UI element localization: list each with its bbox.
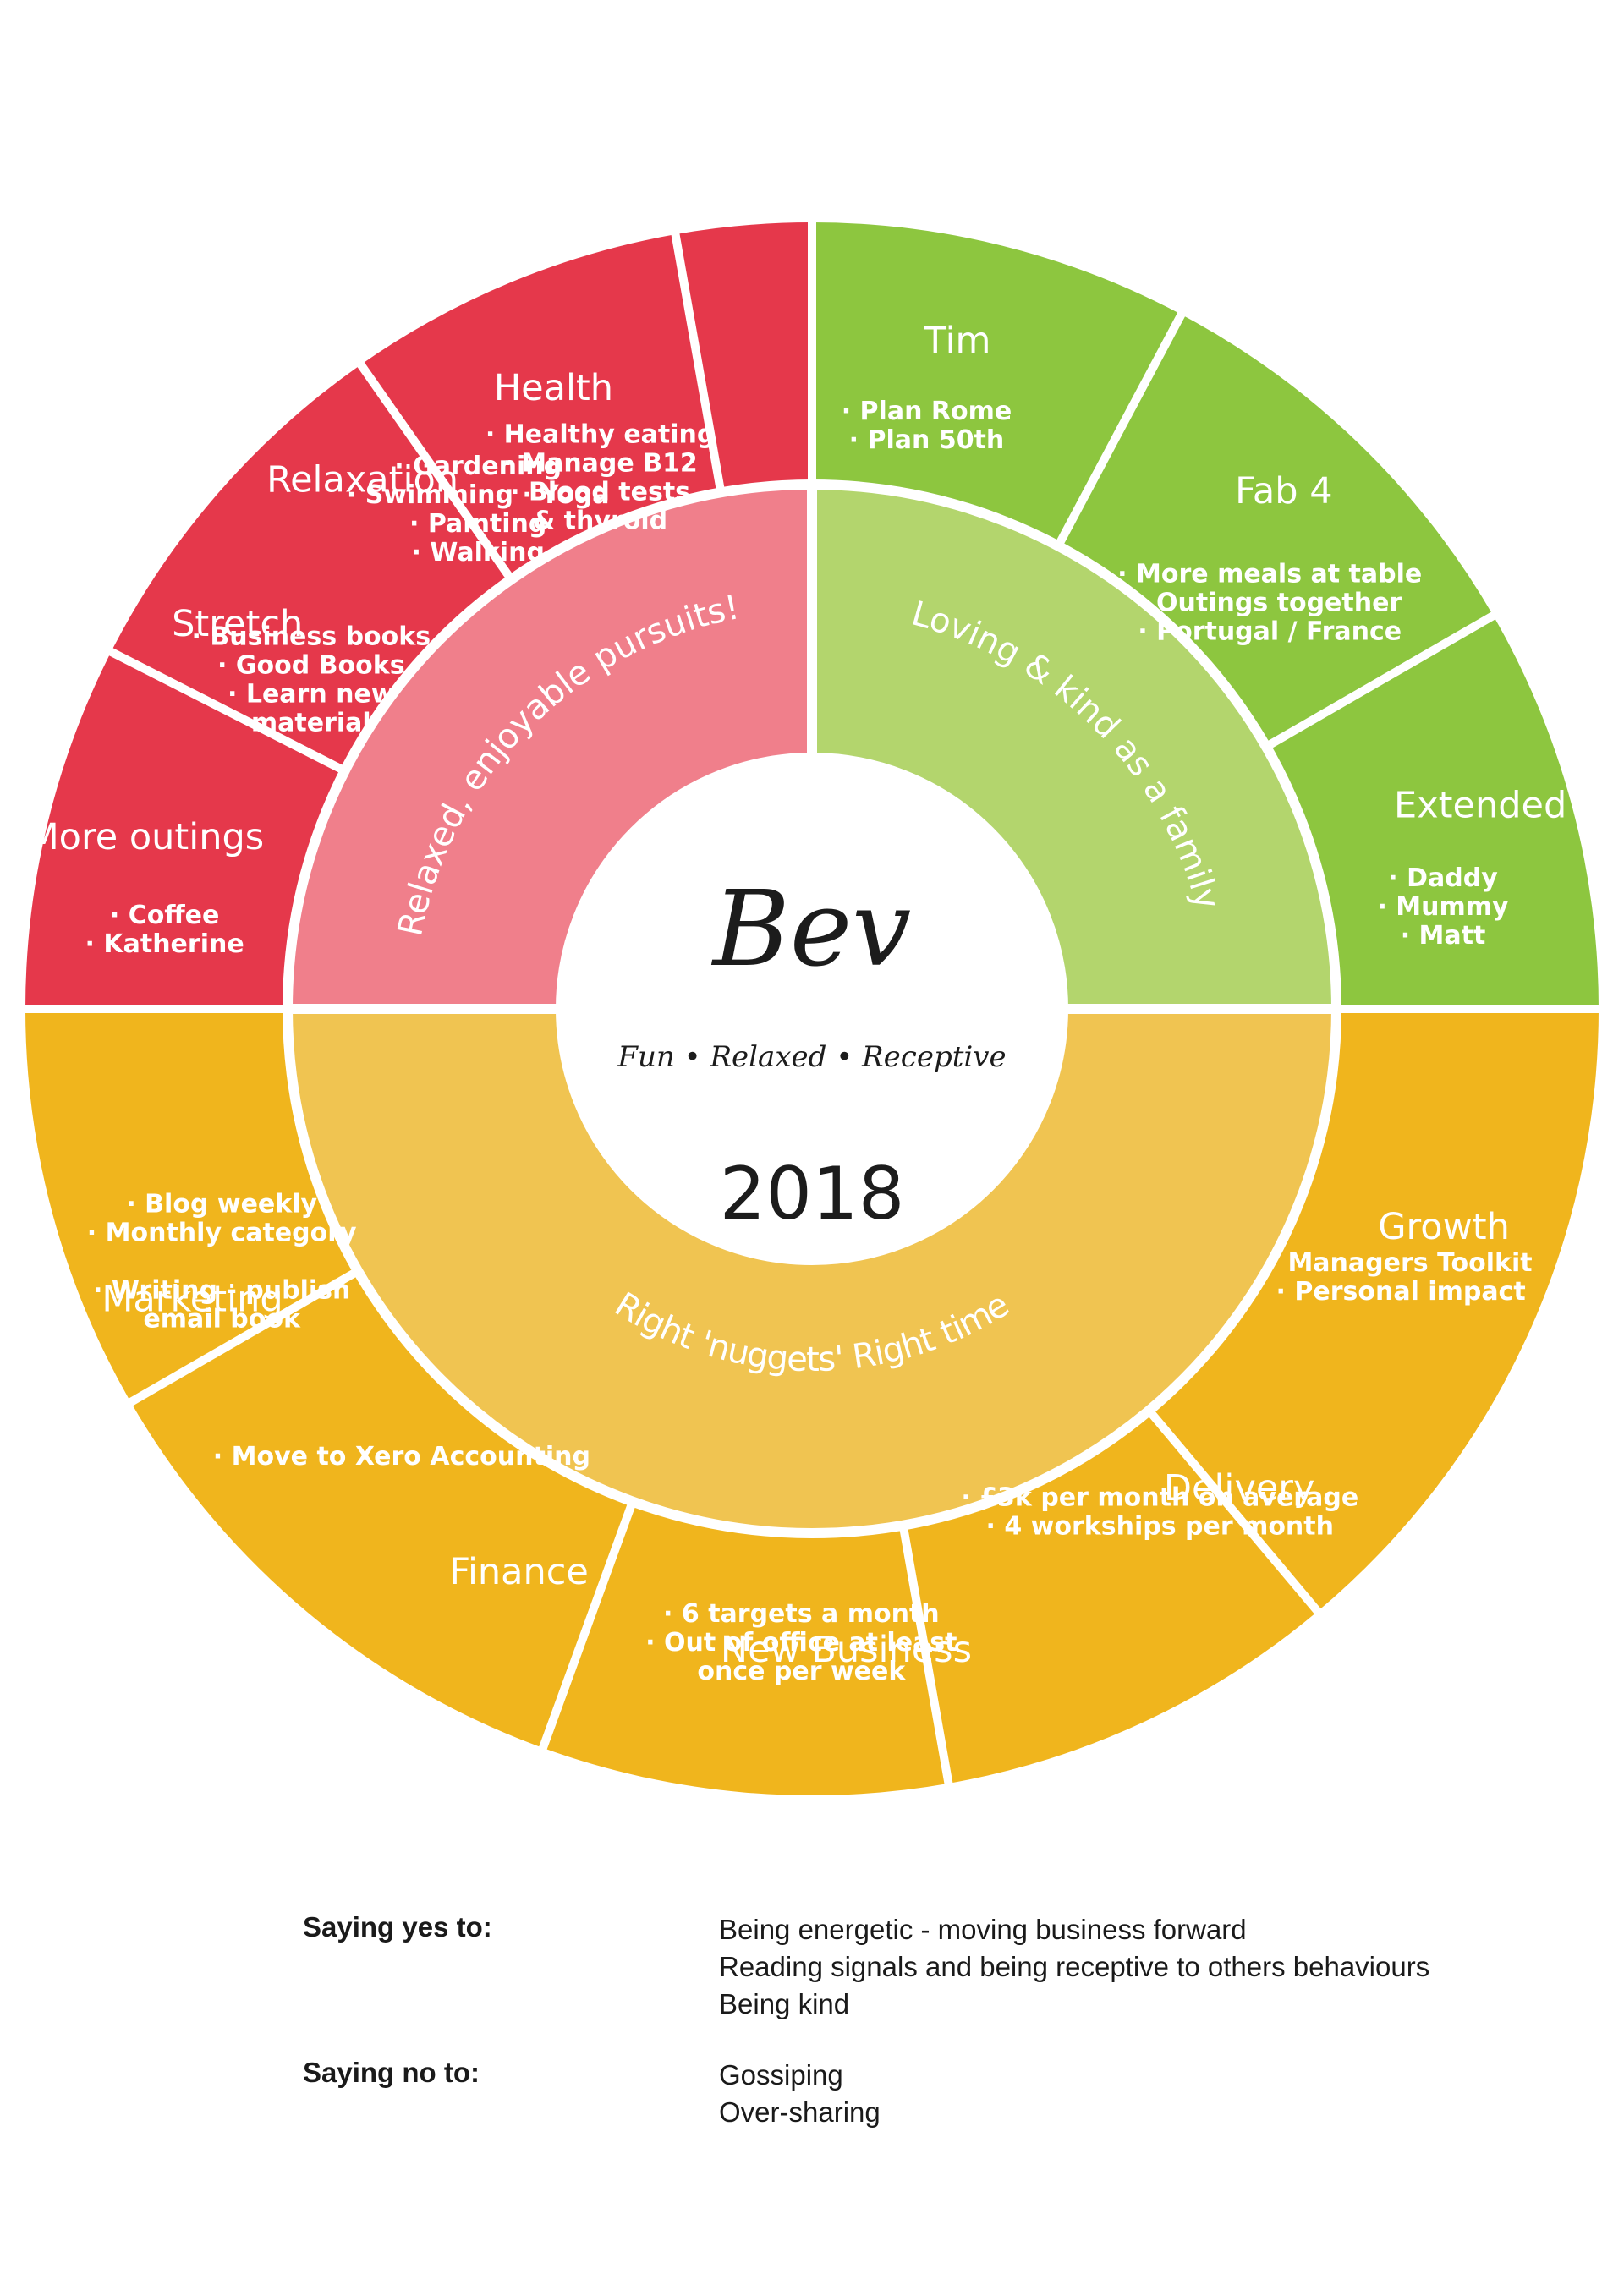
segment-extended (1265, 616, 1599, 1009)
segment-item: · Katherine (85, 929, 244, 959)
segment-item: · Daddy (1388, 863, 1498, 893)
segment-item: once per week (697, 1657, 906, 1686)
segment-item: · Walking (411, 538, 544, 567)
segment-item: · Out of office at least (645, 1628, 957, 1658)
segment-item: · Painting (409, 509, 546, 539)
segment-item: · Manage B12 (502, 448, 697, 478)
segment-item: material (251, 709, 371, 738)
segment-title: Fab 4 (1235, 470, 1332, 512)
segment-divider (671, 232, 726, 496)
outer-segments (25, 222, 1599, 1795)
segment-item: · Coffee (110, 901, 219, 930)
saying-no-list: Gossiping Over-sharing (719, 2057, 881, 2131)
segment-title: More outings (28, 816, 265, 858)
segment-item: · Swimming · Yoga (347, 480, 610, 510)
segment-title: Stretch (172, 603, 303, 645)
segment-item: & thyroid (533, 506, 667, 535)
segment-dividers (24, 221, 1600, 1786)
segment-item: · Writing - publish (93, 1275, 350, 1305)
segment-item: · Gardening (394, 452, 562, 481)
saying-yes-item: Being energetic - moving business forwar… (719, 1914, 1247, 1945)
segment-title: Relaxation (266, 459, 458, 501)
segment-item: · Business books (192, 622, 431, 652)
inner-ring-segment (288, 1009, 1336, 1533)
vision-wheel: More outings· Coffee· KatherineStretch· … (24, 221, 1600, 1795)
segment-item: · Outings together (1138, 588, 1402, 617)
center-disc (558, 755, 1066, 1263)
segment-title: Finance (449, 1551, 589, 1593)
segment-item: · 4 workships per month (986, 1511, 1335, 1541)
segment-item: · Plan Rome (842, 397, 1012, 426)
center-tagline: Fun • Relaxed • Receptive (617, 1040, 1006, 1074)
segment-title: Marketing (102, 1278, 283, 1320)
segment-item: · Blood tests (510, 477, 690, 507)
segment-item: email book (143, 1304, 301, 1334)
segment-item: · Move to Xero Accounting (213, 1442, 590, 1471)
segment-divider (1262, 611, 1497, 752)
segment-delivery (903, 1410, 1318, 1784)
segment-divider (127, 1266, 362, 1407)
segment-item: · Good Books (217, 651, 405, 681)
segment-fab-4 (1058, 314, 1494, 747)
inner-ring-segment (812, 485, 1336, 1009)
saying-no-item: Over-sharing (719, 2096, 881, 2128)
ring-separator (283, 479, 1341, 1538)
segment-item: · £3k per month on average (961, 1482, 1358, 1512)
saying-yes-item: Reading signals and being receptive to o… (719, 1951, 1430, 1982)
segment-item: · Blog weekly (126, 1189, 317, 1219)
segment-divider (538, 1499, 638, 1751)
segment-item: · Matt (1401, 921, 1486, 951)
segment-title: Growth (1378, 1206, 1510, 1248)
segment-divider (1144, 1406, 1322, 1616)
segment-title: Tim (924, 320, 991, 362)
segment-item: · Learn new (228, 680, 395, 710)
segment-item: · Personal impact (1276, 1277, 1526, 1307)
segment-item: · Portugal / France (1138, 616, 1402, 646)
segment-item: · Plan 50th (849, 425, 1005, 455)
segment-item: · Healthy eating (486, 419, 716, 449)
segment-item: · Monthly category (87, 1218, 357, 1247)
segment-item: · 6 targets a month (663, 1599, 940, 1629)
segment-title: Delivery (1164, 1467, 1315, 1510)
segment-tim (812, 222, 1182, 546)
saying-no-item: Gossiping (719, 2059, 843, 2091)
saying-no-label: Saying no to: (303, 2057, 480, 2088)
saying-yes-label: Saying yes to: (303, 1911, 492, 1943)
segment-divider (1053, 310, 1186, 550)
segment-item: · Mummy (1377, 892, 1509, 922)
segment-item: · More meals at table (1117, 559, 1422, 589)
center-separator (556, 753, 1068, 1265)
segment-divider (356, 360, 516, 584)
saying-yes-item: Being kind (719, 1988, 850, 2019)
segment-title: Health (494, 367, 613, 409)
segment-item: · Managers Toolkit (1270, 1248, 1533, 1278)
segment-more-outings (25, 651, 345, 1009)
center-name: Bev (711, 869, 912, 990)
center-text: Bev Fun • Relaxed • Receptive 2018 (617, 869, 1006, 1236)
segment-growth (1149, 1009, 1599, 1612)
inner-ring-segment (288, 485, 812, 1009)
segment-title: Extended (1394, 784, 1566, 826)
segment-divider (898, 1522, 953, 1786)
segment-marketing (25, 1009, 359, 1402)
segment-title: New Business (721, 1629, 972, 1671)
segment-new-business (542, 1501, 949, 1795)
segment-divider (107, 647, 348, 775)
center-year: 2018 (720, 1152, 905, 1236)
inner-ring (288, 485, 1336, 1533)
saying-yes-list: Being energetic - moving business forwar… (719, 1911, 1429, 2023)
segment-finance (130, 1271, 633, 1748)
